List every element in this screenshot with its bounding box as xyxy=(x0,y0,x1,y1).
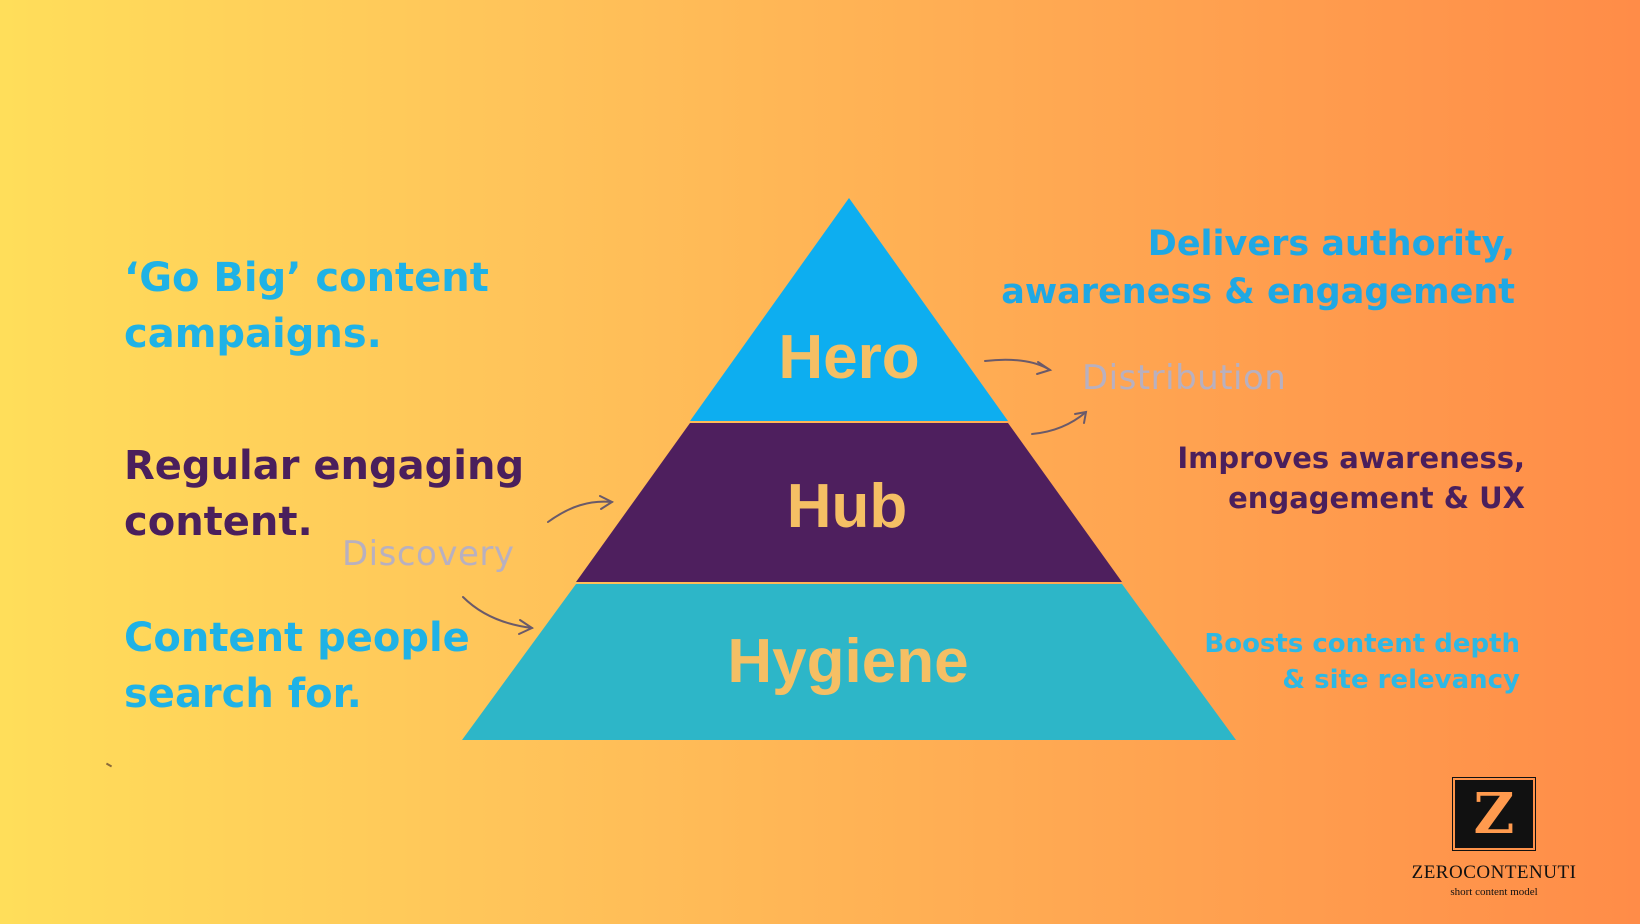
text-line: Content people xyxy=(124,615,470,661)
text-line: Delivers authority, xyxy=(1147,224,1515,264)
arrow-discovery-to-hygiene xyxy=(462,596,535,635)
text-line: engagement & UX xyxy=(1228,481,1525,516)
brand-logo: Z ZEROCONTENUTI short content model xyxy=(1402,777,1586,898)
text-line: Boosts content depth xyxy=(1204,629,1520,659)
hero-benefit-right: Delivers authority, awareness & engageme… xyxy=(1001,220,1515,317)
logo-mark: Z xyxy=(1452,777,1536,851)
hero-description-left: ‘Go Big’ content campaigns. xyxy=(124,250,489,362)
text-line: content. xyxy=(124,499,313,545)
arrow-hub-to-distribution xyxy=(1031,410,1088,435)
hygiene-benefit-right: Boosts content depth & site relevancy xyxy=(1204,626,1520,699)
tier-hub-label: Hub xyxy=(787,472,908,541)
text-line: search for. xyxy=(124,671,362,717)
logo-name: ZEROCONTENUTI xyxy=(1411,862,1577,883)
hygiene-description-left: Content people search for. xyxy=(124,610,470,722)
text-line: Regular engaging xyxy=(124,443,525,489)
text-line: Improves awareness, xyxy=(1177,441,1525,475)
arrow-hero-to-distribution xyxy=(984,358,1053,375)
tier-hero-label: Hero xyxy=(778,323,919,392)
logo-tagline: short content model xyxy=(1450,886,1538,898)
logo-letter: Z xyxy=(1473,781,1515,847)
text-line: ‘Go Big’ content xyxy=(124,255,489,301)
tier-hub-shape xyxy=(576,423,1122,582)
text-line: & site relevancy xyxy=(1282,665,1520,696)
discovery-label: Discovery xyxy=(342,534,515,574)
hub-benefit-right: Improves awareness, engagement & UX xyxy=(1177,438,1525,518)
distribution-label: Distribution xyxy=(1082,358,1287,398)
text-line: campaigns. xyxy=(124,311,382,357)
tier-hero-shape xyxy=(690,198,1008,421)
hub-description-left: Regular engaging content. xyxy=(124,438,524,550)
tier-hygiene-label: Hygiene xyxy=(727,627,968,696)
text-line: awareness & engagement xyxy=(1001,272,1515,313)
tier-hygiene-shape xyxy=(462,584,1236,740)
arrow-discovery-to-hub xyxy=(547,495,615,523)
